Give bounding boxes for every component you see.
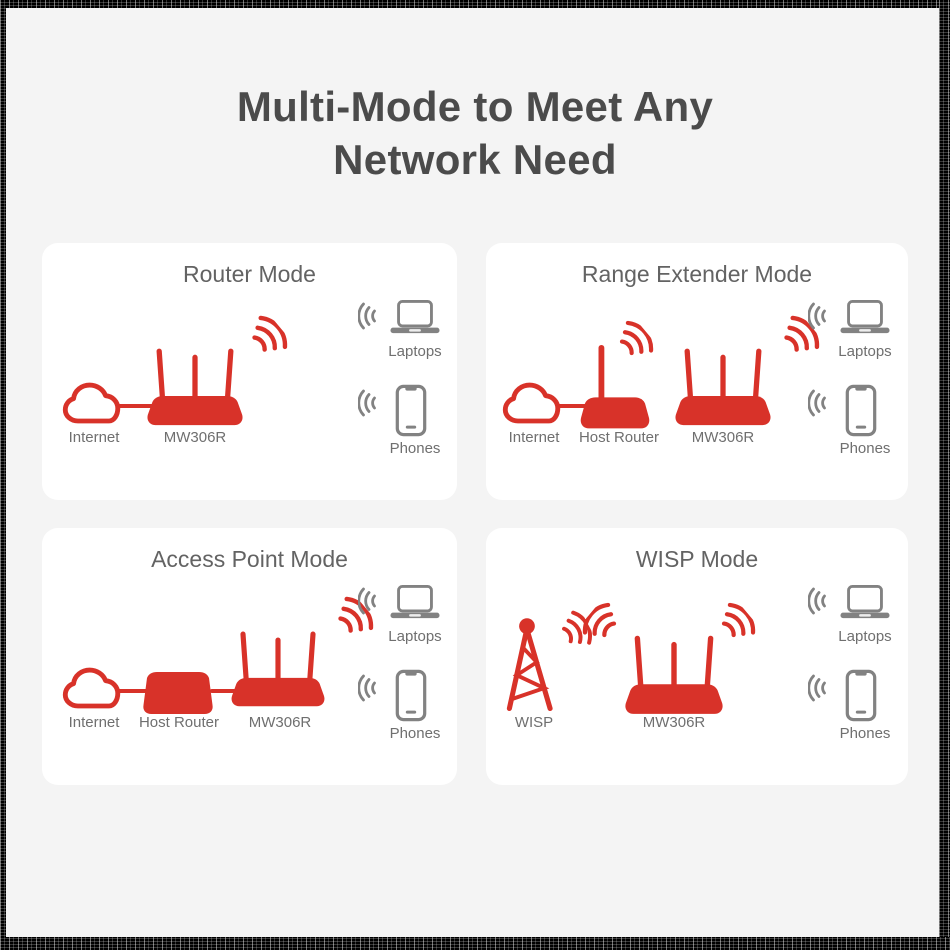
host-router-box-icon [138, 668, 218, 718]
page-title-line1: Multi-Mode to Meet Any [236, 83, 714, 130]
card-title: Range Extender Mode [581, 261, 813, 287]
frame-noise-left [0, 0, 6, 950]
laptop-icon [388, 298, 442, 337]
laptops-label: Laptops [388, 343, 442, 360]
phones-label: Phones [839, 725, 891, 742]
wisp-label: WISP [514, 714, 554, 731]
card-range-extender-mode: Range Extender Mode Internet Host Router… [486, 243, 908, 500]
mw306r-label: MW306R [691, 429, 755, 446]
internet-label: Internet [68, 714, 120, 731]
mw306r-label: MW306R [642, 714, 706, 731]
wired-link-internet-to-host-router [116, 689, 156, 693]
internet-cloud-icon [58, 662, 128, 715]
wifi-waves-icon [808, 302, 832, 330]
laptops-label: Laptops [838, 343, 892, 360]
phones-label: Phones [389, 725, 441, 742]
laptop-icon [388, 583, 442, 622]
mw306r-label: MW306R [163, 429, 227, 446]
wired-link-host-router-to-mw306r [210, 689, 255, 693]
phone-icon [394, 384, 428, 437]
frame-noise-right [939, 0, 950, 950]
laptops-label: Laptops [388, 628, 442, 645]
mw306r-router-icon [670, 345, 776, 433]
wifi-waves-icon [358, 674, 382, 702]
phones-label: Phones [839, 440, 891, 457]
page-title: Multi-Mode to Meet Any Network Need [0, 80, 950, 186]
mw306r-router-icon [226, 628, 330, 714]
laptop-icon [838, 298, 892, 337]
host-router-label: Host Router [578, 429, 660, 446]
phone-icon [844, 669, 878, 722]
laptops-label: Laptops [838, 628, 892, 645]
wifi-waves-icon [358, 587, 382, 615]
frame-noise-bottom [0, 937, 950, 950]
page-title-line2: Network Need [333, 136, 617, 183]
internet-cloud-icon [58, 377, 128, 430]
phone-icon [394, 669, 428, 722]
wifi-waves-icon [358, 302, 382, 330]
wifi-waves-icon [808, 389, 832, 417]
card-title: Access Point Mode [151, 546, 348, 572]
card-title: WISP Mode [635, 546, 759, 572]
card-router-mode: Router Mode Internet MW306R Laptops Phon… [42, 243, 457, 500]
mw306r-router-icon [620, 632, 728, 722]
card-title: Router Mode [183, 261, 316, 287]
internet-cloud-icon [498, 377, 568, 430]
phone-icon [844, 384, 878, 437]
wifi-waves-icon [808, 674, 832, 702]
laptop-icon [838, 583, 892, 622]
internet-label: Internet [508, 429, 560, 446]
internet-label: Internet [68, 429, 120, 446]
frame-noise-top [0, 0, 950, 8]
wired-link-internet-to-host-router [556, 404, 604, 408]
mw306r-label: MW306R [248, 714, 312, 731]
card-wisp-mode: WISP Mode WISP MW306R Laptops Phones [486, 528, 908, 785]
host-router-label: Host Router [138, 714, 220, 731]
card-access-point-mode: Access Point Mode Internet Host Router M… [42, 528, 457, 785]
wifi-waves-icon [358, 389, 382, 417]
mw306r-router-icon [142, 345, 248, 433]
wifi-waves-icon [808, 587, 832, 615]
phones-label: Phones [389, 440, 441, 457]
